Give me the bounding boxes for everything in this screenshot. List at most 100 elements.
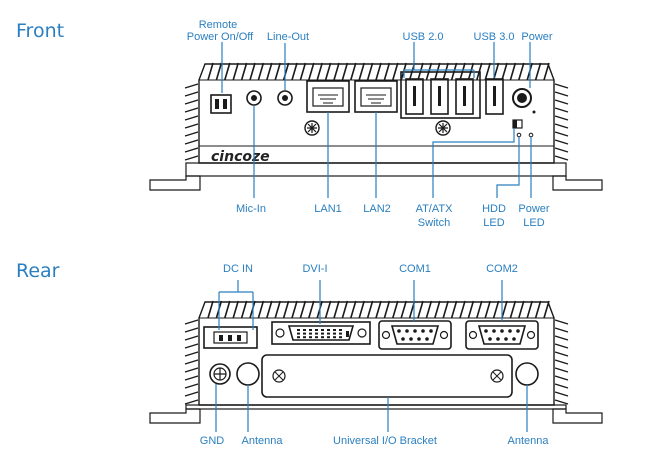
side-fin xyxy=(184,327,199,333)
label-power: Power xyxy=(521,31,553,43)
side-fin xyxy=(184,351,199,357)
label-dc-in: DC IN xyxy=(223,263,253,275)
power-button[interactable] xyxy=(512,88,532,108)
heatsink-fin xyxy=(324,62,332,81)
com-pin xyxy=(492,329,496,333)
side-fin xyxy=(184,399,199,405)
heatsink-fin xyxy=(215,62,223,81)
dvi-pin xyxy=(333,332,336,335)
heatsink-fin xyxy=(207,62,214,81)
heatsink-fin xyxy=(526,300,533,319)
heatsink-fin xyxy=(366,62,374,81)
com2-port[interactable] xyxy=(465,320,539,350)
heatsink-fin xyxy=(375,300,382,319)
heatsink-fin xyxy=(257,62,265,81)
com-pin xyxy=(429,329,433,333)
remote-power-connector[interactable] xyxy=(210,94,232,114)
power-led xyxy=(528,132,534,138)
label-remote-line1: Remote xyxy=(199,19,238,31)
heatsink-fin xyxy=(266,300,273,319)
antenna-hole-right xyxy=(515,362,539,386)
heatsink-fin xyxy=(257,300,265,319)
dvi-pin xyxy=(333,329,336,331)
dvi-pin xyxy=(339,329,342,331)
heatsink-fin xyxy=(484,62,491,81)
rear-foot-right xyxy=(552,408,603,424)
dvi-pin xyxy=(327,332,330,335)
heatsink-fin xyxy=(518,62,525,81)
label-at-atx-line2: Switch xyxy=(418,217,450,229)
heatsink-fin xyxy=(392,300,399,319)
usb2-port[interactable] xyxy=(405,78,424,115)
dvi-pin xyxy=(309,329,312,331)
heatsink-fin xyxy=(308,62,315,81)
dvi-pin xyxy=(303,332,306,335)
side-fin xyxy=(554,115,569,121)
usb3-port[interactable] xyxy=(485,78,504,115)
heatsink-fin xyxy=(392,62,399,81)
heatsink-fin xyxy=(291,300,298,319)
side-fin xyxy=(554,399,569,405)
mic-in-jack[interactable] xyxy=(246,90,262,106)
dvi-pin xyxy=(309,336,312,339)
heatsink-fin xyxy=(274,62,281,81)
side-fin xyxy=(184,319,199,325)
side-fin xyxy=(554,359,569,365)
gnd-terminal[interactable] xyxy=(209,363,231,385)
side-fin xyxy=(554,343,569,349)
rear-chassis: DC IN DVI-I COM1 COM2 GND Antenna Univer… xyxy=(149,263,603,447)
heatsink-fin xyxy=(299,62,307,81)
heatsink-fin xyxy=(324,300,332,319)
side-fin xyxy=(184,335,199,341)
heatsink-fin xyxy=(484,300,491,319)
label-usb3: USB 3.0 xyxy=(474,31,515,43)
usb2-port[interactable] xyxy=(430,78,449,115)
label-lan2: LAN2 xyxy=(363,203,391,215)
label-power-led-line2: LED xyxy=(523,217,544,229)
heatsink-fin xyxy=(442,300,449,319)
dvi-pin xyxy=(315,332,318,335)
dvi-pin xyxy=(315,336,318,339)
heatsink-fin xyxy=(333,62,340,81)
heatsink-fin xyxy=(518,300,525,319)
heatsink-fin xyxy=(232,300,239,319)
heatsink-fin xyxy=(501,62,508,81)
side-fin xyxy=(554,83,569,89)
heatsink-fin xyxy=(509,62,517,81)
rear-heatsink-fins xyxy=(207,300,550,319)
rear-side-fins xyxy=(184,319,569,405)
dvi-i-port[interactable] xyxy=(271,321,371,345)
side-fin xyxy=(554,319,569,325)
side-fin xyxy=(554,327,569,333)
heatsink-fin xyxy=(400,300,407,319)
usb2-port[interactable] xyxy=(455,78,474,115)
line-out-jack[interactable] xyxy=(277,90,293,106)
heatsink-fin xyxy=(383,300,391,319)
front-screw-right xyxy=(435,120,451,136)
dvi-blade xyxy=(346,331,349,337)
com-pin xyxy=(405,329,409,333)
side-fin xyxy=(184,99,199,105)
label-antenna-left: Antenna xyxy=(242,435,284,447)
dc-in-connector[interactable] xyxy=(203,326,258,349)
label-line-out: Line-Out xyxy=(267,31,309,43)
label-at-atx-line1: AT/ATX xyxy=(416,203,454,215)
universal-io-bracket xyxy=(261,354,513,398)
heatsink-fin xyxy=(207,300,214,319)
front-foot-left xyxy=(149,175,201,191)
heatsink-fin xyxy=(509,300,517,319)
heatsink-fin xyxy=(417,300,424,319)
side-fin xyxy=(554,383,569,389)
front-screw-left xyxy=(304,120,320,136)
heatsink-fin xyxy=(316,62,323,81)
heatsink-fin xyxy=(282,300,290,319)
heatsink-fin xyxy=(249,62,256,81)
com1-port[interactable] xyxy=(378,320,452,350)
com-pin xyxy=(417,337,421,341)
side-fin xyxy=(184,343,199,349)
dvi-pin xyxy=(321,336,324,339)
dvi-pin xyxy=(339,336,342,339)
hdd-led xyxy=(516,132,522,138)
dvi-pin xyxy=(315,329,318,331)
heatsink-fin xyxy=(534,300,542,319)
